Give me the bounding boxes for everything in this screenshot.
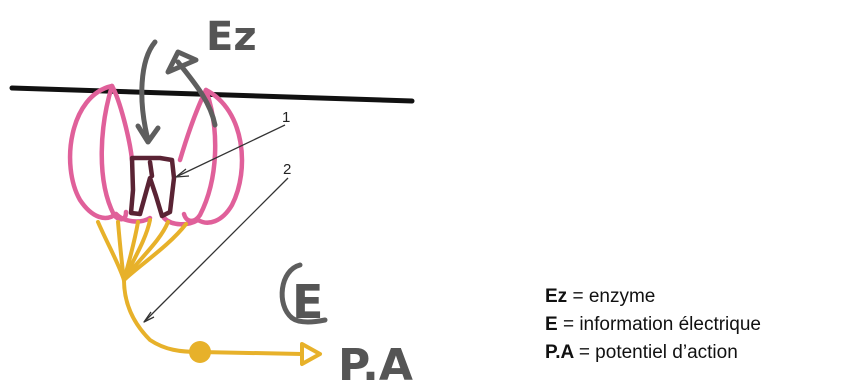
receptor-petal-outer-left bbox=[67, 83, 119, 221]
action-potential-label: P.A bbox=[338, 340, 413, 381]
legend-row-action-potential: P.A = potentiel d’action bbox=[545, 339, 761, 367]
electric-info-mark: E bbox=[279, 262, 328, 329]
legend-row-enzyme: Ez = enzyme bbox=[545, 283, 761, 311]
receptor-petal-outer-right bbox=[195, 87, 245, 225]
enzyme-label: Ez bbox=[206, 14, 257, 60]
pointer-number-2: 2 bbox=[283, 161, 291, 178]
legend-text: = potentiel d’action bbox=[578, 342, 738, 363]
legend-key: Ez bbox=[545, 286, 573, 307]
electric-label: E bbox=[292, 275, 323, 329]
pointer-line-2 bbox=[145, 177, 289, 321]
legend-text: = information électrique bbox=[562, 314, 761, 335]
pointer-line-1 bbox=[177, 124, 286, 177]
enzyme-up-arrowhead bbox=[165, 49, 199, 75]
receptor-petal-center-right bbox=[177, 87, 209, 163]
enzyme-down-arrowhead bbox=[135, 123, 161, 145]
pointer-arrowhead-1 bbox=[175, 168, 190, 178]
nerve-fiber bbox=[96, 218, 322, 366]
action-potential-arrowhead bbox=[300, 342, 322, 366]
pointer-lines bbox=[143, 124, 289, 323]
pointer-number-1: 1 bbox=[282, 109, 290, 126]
receptor-petal-base-right bbox=[161, 215, 201, 227]
pointer-arrowhead-2 bbox=[143, 311, 155, 323]
receptor-petal-center-left bbox=[109, 83, 135, 163]
enzyme-arrows bbox=[135, 39, 218, 145]
legend-key: P.A bbox=[545, 342, 579, 363]
nerve-node bbox=[189, 341, 211, 363]
enzyme-down-arrow bbox=[139, 39, 158, 143]
receptor-core bbox=[128, 155, 177, 219]
receptor-petal-base-left bbox=[113, 211, 153, 224]
legend-row-electric: E = information électrique bbox=[545, 311, 761, 339]
legend-text: = enzyme bbox=[572, 286, 656, 307]
legend-key: E bbox=[545, 314, 563, 335]
legend: Ez = enzyme E = information électrique P… bbox=[545, 283, 761, 367]
